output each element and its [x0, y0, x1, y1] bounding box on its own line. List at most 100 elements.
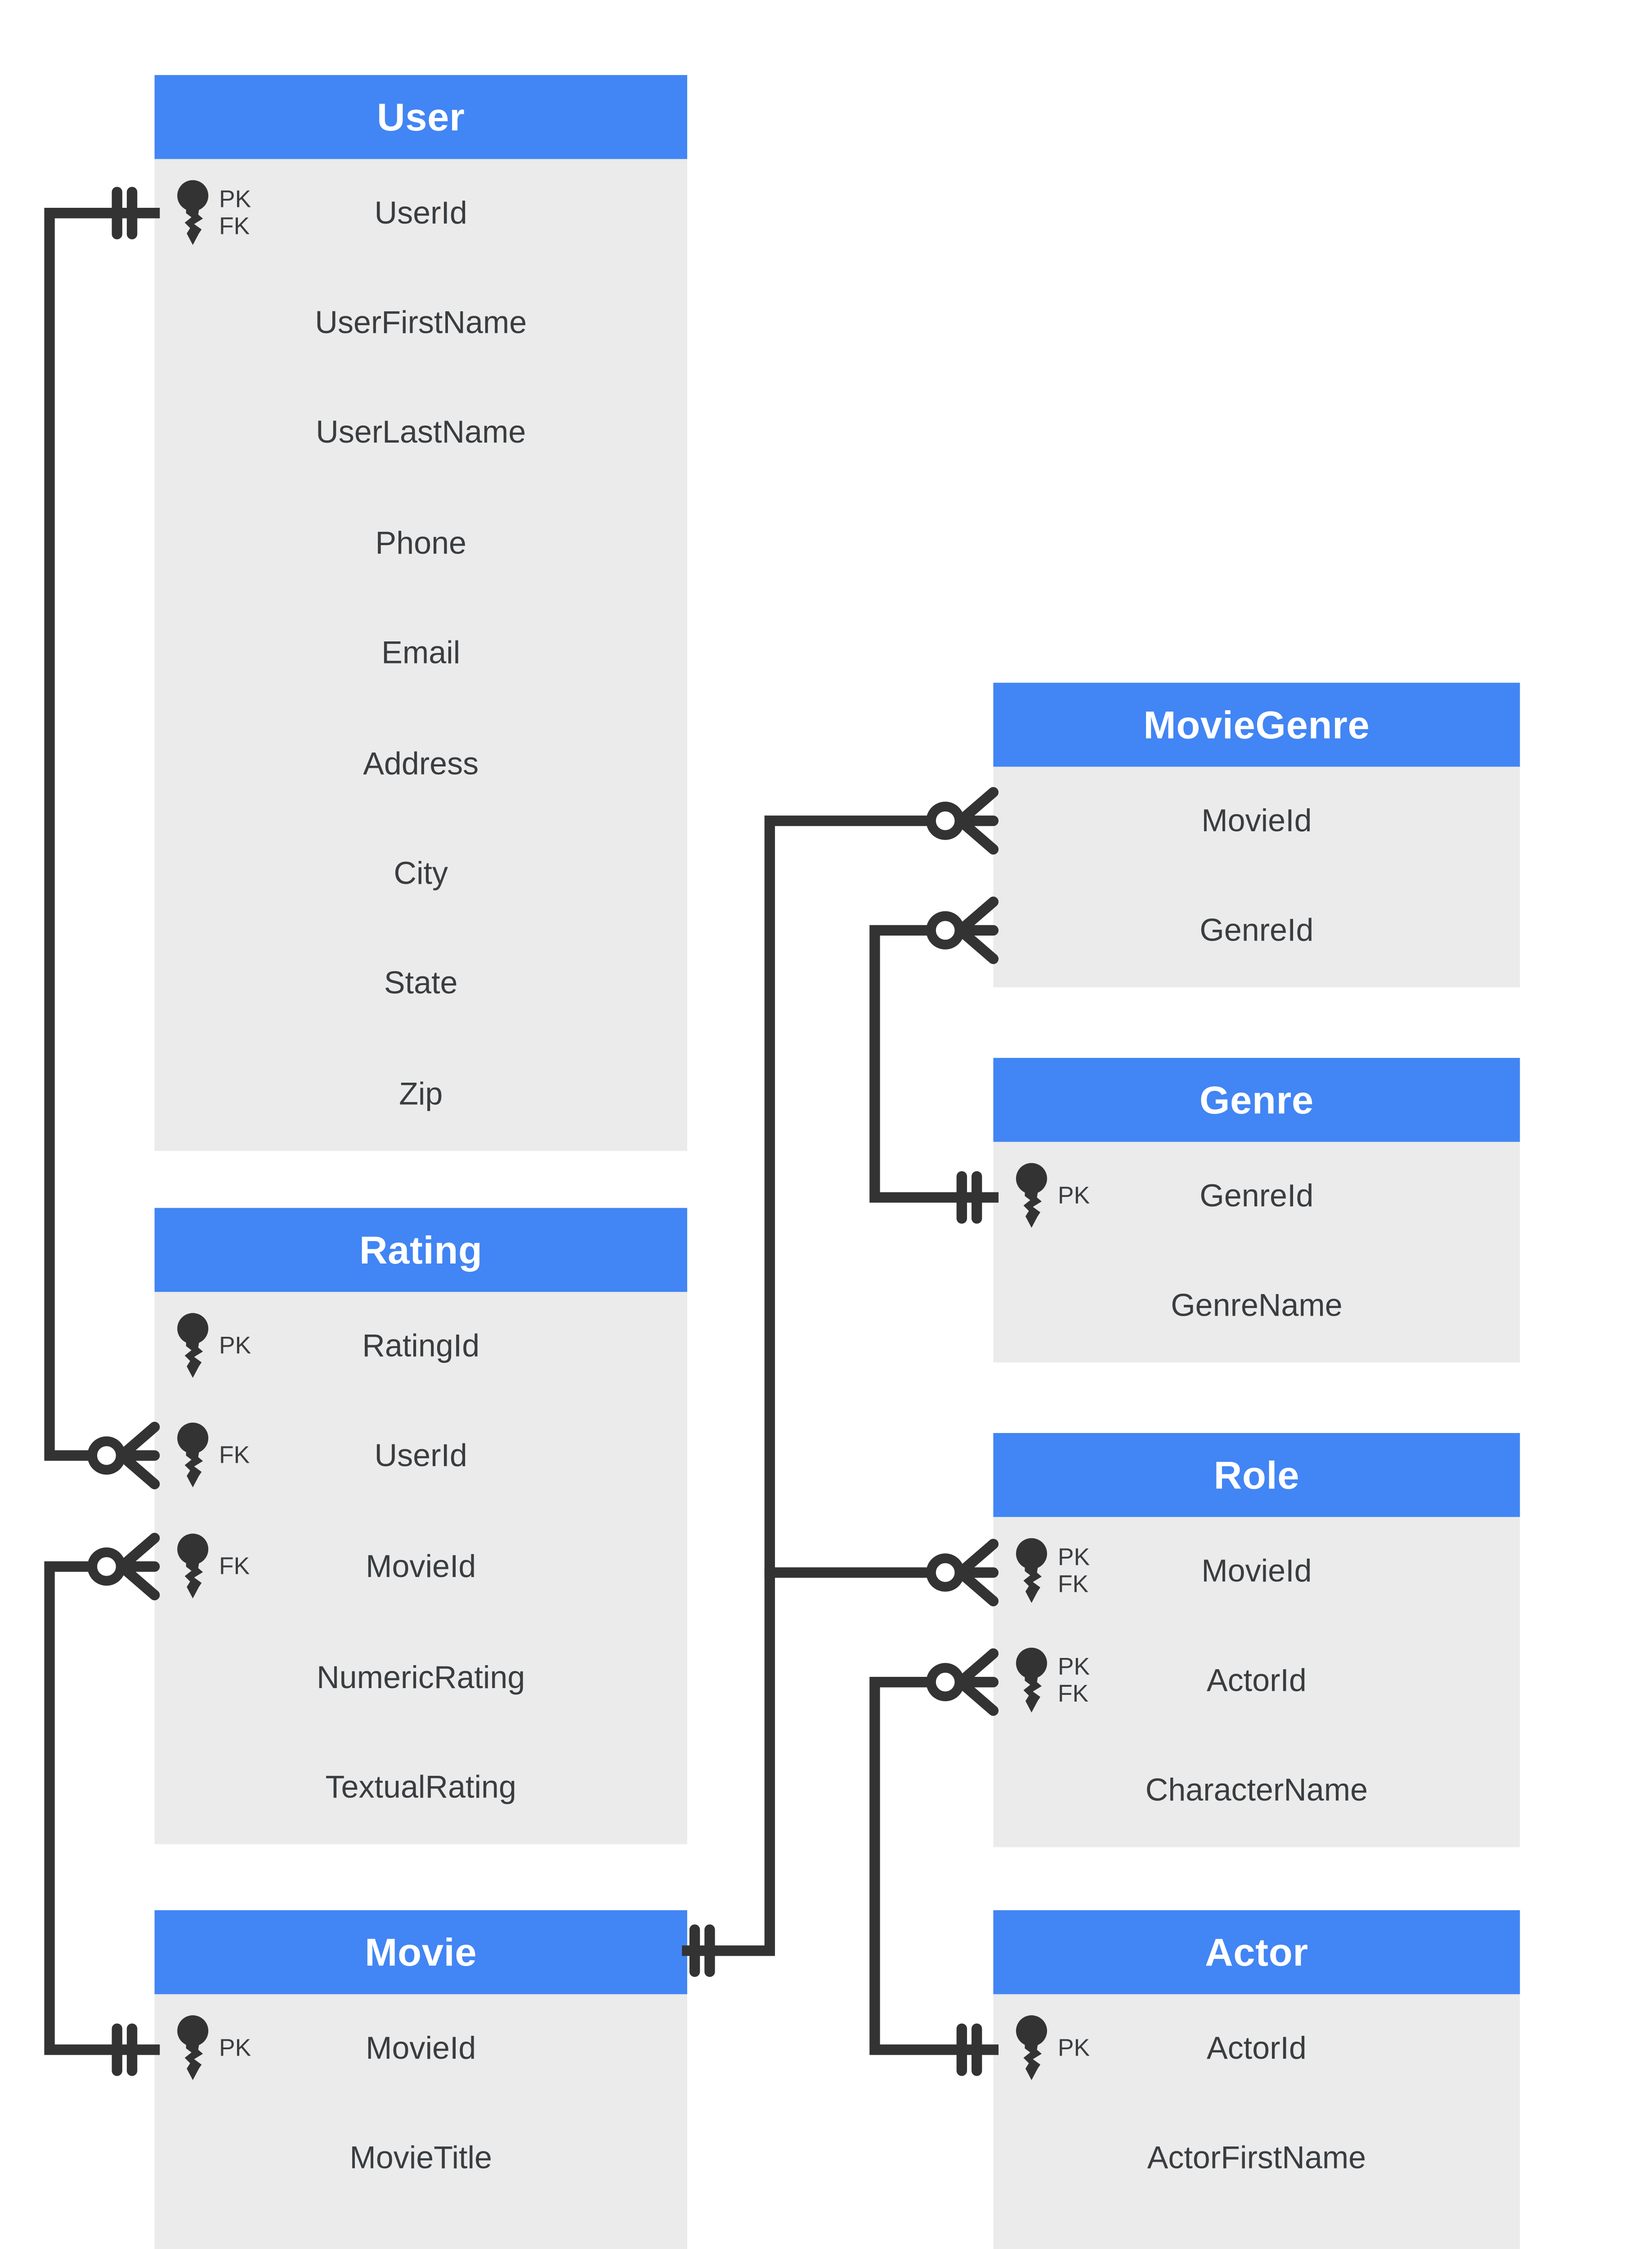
- cardinality-many-icon: [87, 1421, 160, 1489]
- key-label-pk: PK: [1057, 2035, 1090, 2061]
- key-label-fk: FK: [219, 1555, 250, 1580]
- field-name: State: [384, 967, 458, 1002]
- key-group: FK: [173, 1532, 250, 1604]
- field-name: RatingId: [362, 1329, 480, 1364]
- cardinality-one-icon: [956, 2023, 982, 2076]
- field-row-actor-actorfirstname: ActorFirstName: [993, 2104, 1520, 2214]
- field-name: MovieId: [366, 2031, 476, 2066]
- field-row-user-userfirstname: UserFirstName: [155, 269, 687, 379]
- field-name: MovieTitle: [349, 2141, 492, 2176]
- key-label-pk: PK: [219, 2035, 251, 2061]
- field-row-moviegenre-movieid: MovieId: [993, 767, 1520, 877]
- field-name: ActorFirstName: [1147, 2141, 1366, 2176]
- field-row-rating-numericrating: NumericRating: [155, 1623, 687, 1734]
- connector-genre-moviegenre: [869, 896, 999, 1224]
- table-movie-body: PK MovieIdMovieTitleReleaseDate: [154, 1994, 687, 2249]
- field-row-movie-movieid: PK MovieId: [155, 1994, 687, 2105]
- key-label-pk: PK: [219, 187, 251, 213]
- connector-user-rating: [44, 187, 160, 1489]
- field-name: GenreName: [1171, 1289, 1343, 1324]
- key-group: PK: [173, 1311, 251, 1383]
- key-label-pk: PK: [1057, 1655, 1090, 1681]
- field-row-moviegenre-genreid: GenreId: [993, 877, 1520, 987]
- key-icon: [177, 179, 209, 245]
- field-name: CharacterName: [1145, 1774, 1368, 1809]
- key-icon: [1016, 1647, 1048, 1713]
- key-icon: [1016, 2015, 1048, 2080]
- field-row-actor-actorlastname: ActorLastName: [993, 2214, 1520, 2249]
- key-icon: [1016, 1537, 1048, 1603]
- field-name: ActorId: [1206, 2031, 1307, 2066]
- key-icon: [177, 1423, 209, 1488]
- table-actor-title: Actor: [993, 1910, 1520, 1994]
- table-moviegenre-title: MovieGenre: [993, 682, 1520, 767]
- field-name: Email: [381, 636, 461, 672]
- field-name: Address: [363, 747, 479, 781]
- cardinality-one-icon: [112, 2023, 138, 2076]
- field-row-user-state: State: [155, 930, 687, 1040]
- key-label-pk: PK: [1057, 1545, 1090, 1571]
- table-actor-body: PK ActorIdActorFirstNameActorLastName: [993, 1994, 1520, 2249]
- field-name: City: [394, 856, 448, 892]
- field-row-actor-actorid: PK ActorId: [993, 1994, 1520, 2105]
- field-row-movie-releasedate: ReleaseDate: [155, 2214, 687, 2249]
- table-role-title: Role: [993, 1433, 1520, 1517]
- field-name: Phone: [375, 526, 467, 561]
- field-row-user-userlastname: UserLastName: [155, 379, 687, 489]
- field-row-genre-genrename: GenreName: [993, 1252, 1520, 1362]
- key-label-pk: PK: [1057, 1183, 1090, 1209]
- field-name: MovieId: [366, 1550, 476, 1585]
- field-row-rating-textualrating: TextualRating: [155, 1734, 687, 1844]
- key-icon: [177, 2015, 209, 2080]
- connector-movie-moviegenre-role: [682, 787, 999, 1977]
- field-name: MovieId: [1201, 804, 1312, 838]
- field-row-rating-userid: FK UserId: [155, 1402, 687, 1513]
- cardinality-many-icon: [926, 1648, 999, 1716]
- key-group: PK: [1011, 1161, 1090, 1233]
- key-label-fk: FK: [219, 214, 250, 240]
- key-group: FK: [173, 1421, 250, 1493]
- key-label-pk: PK: [219, 1334, 251, 1359]
- connector-actor-role: [869, 1648, 999, 2076]
- field-row-user-city: City: [155, 820, 687, 930]
- field-name: UserId: [374, 1439, 467, 1474]
- field-name: UserFirstName: [315, 306, 527, 341]
- field-row-rating-movieid: FK MovieId: [155, 1513, 687, 1623]
- field-row-movie-movietitle: MovieTitle: [155, 2104, 687, 2214]
- cardinality-many-icon: [926, 787, 999, 855]
- connector-rating-movie: [44, 1532, 160, 2076]
- cardinality-one-icon: [956, 1171, 982, 1224]
- field-name: TextualRating: [325, 1771, 517, 1805]
- field-row-rating-ratingid: PK RatingId: [155, 1292, 687, 1402]
- field-name: GenreId: [1200, 914, 1314, 949]
- field-name: GenreId: [1200, 1179, 1314, 1214]
- field-name: UserLastName: [316, 416, 526, 451]
- key-icon: [177, 1313, 209, 1378]
- table-movie-title: Movie: [154, 1910, 687, 1994]
- key-icon: [177, 1533, 209, 1599]
- field-row-user-address: Address: [155, 710, 687, 820]
- cardinality-many-icon: [87, 1532, 160, 1600]
- field-name: Zip: [399, 1077, 443, 1112]
- key-group: PK: [1011, 2013, 1090, 2085]
- table-genre-title: Genre: [993, 1057, 1520, 1142]
- key-group: PK: [173, 2013, 251, 2085]
- key-icon: [1016, 1162, 1048, 1228]
